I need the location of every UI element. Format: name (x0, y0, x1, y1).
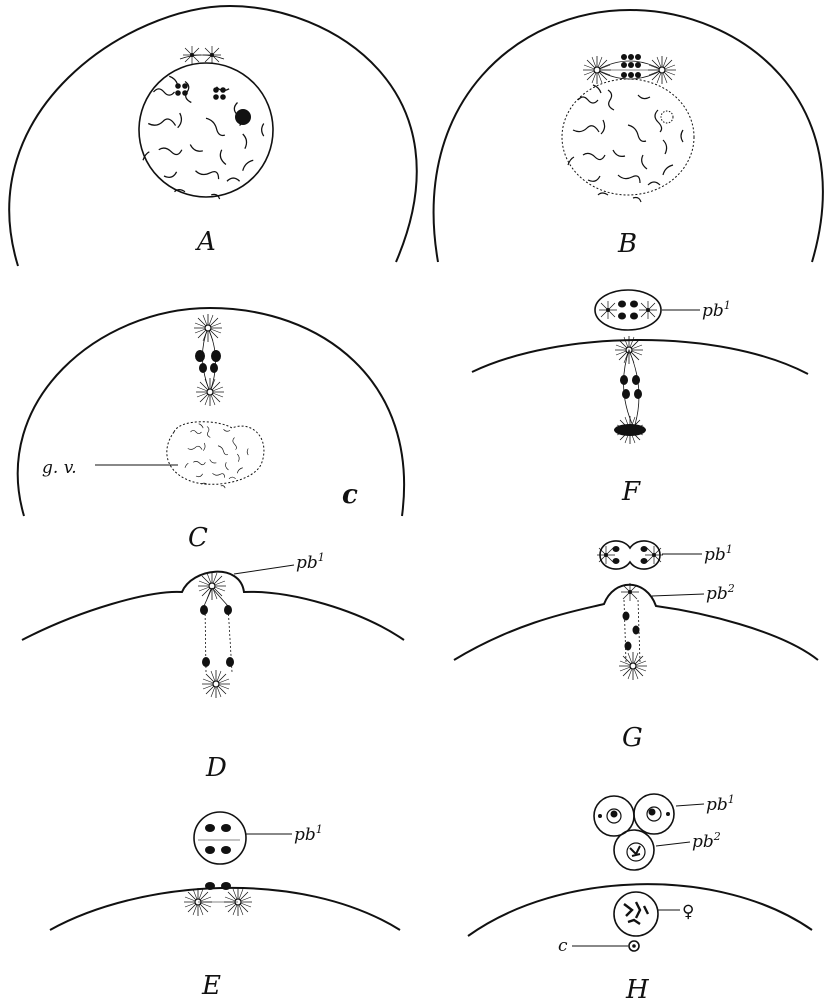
panel-d: pb1 D (22, 551, 404, 783)
panel-a-nucleolus (235, 109, 251, 125)
panel-b-egg-outline (434, 10, 823, 262)
panel-h-c-label: c (558, 936, 568, 956)
panel-e-pb-label: pb1 (294, 823, 323, 845)
panel-h-pb2-leader (656, 842, 690, 846)
panel-g-pb2-label: pb2 (706, 582, 735, 604)
panel-d-label: D (205, 753, 227, 783)
panel-h-label: H (625, 975, 650, 1003)
panel-a-chromosome-tetrads (175, 83, 226, 100)
panel-f-pb-label: pb1 (702, 299, 731, 321)
panel-a-label: A (195, 227, 216, 257)
panel-f-spindle (614, 336, 646, 444)
panel-g-egg-surface (454, 585, 818, 660)
panel-g-label: G (622, 723, 643, 753)
panel-h-female-symbol: ♀ (682, 902, 694, 922)
panel-g: pb1 pb2 G (454, 541, 818, 753)
panel-d-egg-surface (22, 572, 404, 640)
panel-c-spindle (194, 314, 224, 406)
panel-d-pb-leader (234, 565, 294, 574)
panel-h-polar-body-2 (614, 830, 654, 870)
panel-g-pb1-label: pb1 (704, 543, 733, 565)
panel-g-spindle (619, 600, 647, 680)
panel-b-label: B (617, 229, 637, 259)
panel-h-female-pronucleus (614, 892, 658, 951)
panel-g-pb2-leader (652, 594, 704, 596)
panel-d-pb-label: pb1 (296, 551, 325, 573)
panel-e-egg-surface (50, 888, 400, 930)
panel-h-pb1-label: pb1 (706, 793, 735, 815)
panel-c-gv-label: g. v. (42, 458, 77, 478)
panel-c-germinal-vesicle (167, 422, 264, 488)
panel-c: g. v. c C (18, 308, 404, 553)
panel-c-corner-mark: c (342, 480, 358, 510)
panel-f-polar-body (595, 290, 661, 330)
panel-b: B (434, 10, 823, 262)
panel-c-label: C (188, 523, 208, 553)
panel-f-label: F (621, 477, 641, 507)
panel-e-label: E (201, 971, 221, 1001)
panel-f-egg-surface (472, 340, 808, 374)
panel-b-nucleus (562, 79, 694, 202)
panel-h: pb1 pb2 ♀ c H (468, 793, 812, 1003)
panel-h-pb1-leader (676, 804, 704, 806)
panel-a-nucleus (139, 63, 273, 199)
panel-f: pb1 F (472, 290, 808, 507)
panel-a-centrosome (180, 46, 224, 64)
panel-h-pb2-label: pb2 (692, 830, 721, 852)
panel-d-spindle (200, 588, 234, 698)
panel-e-polar-body (194, 812, 246, 864)
panel-a: A (9, 6, 417, 266)
panel-e: pb1 E (50, 812, 400, 1001)
panel-g-polar-body-dividing (597, 541, 663, 569)
